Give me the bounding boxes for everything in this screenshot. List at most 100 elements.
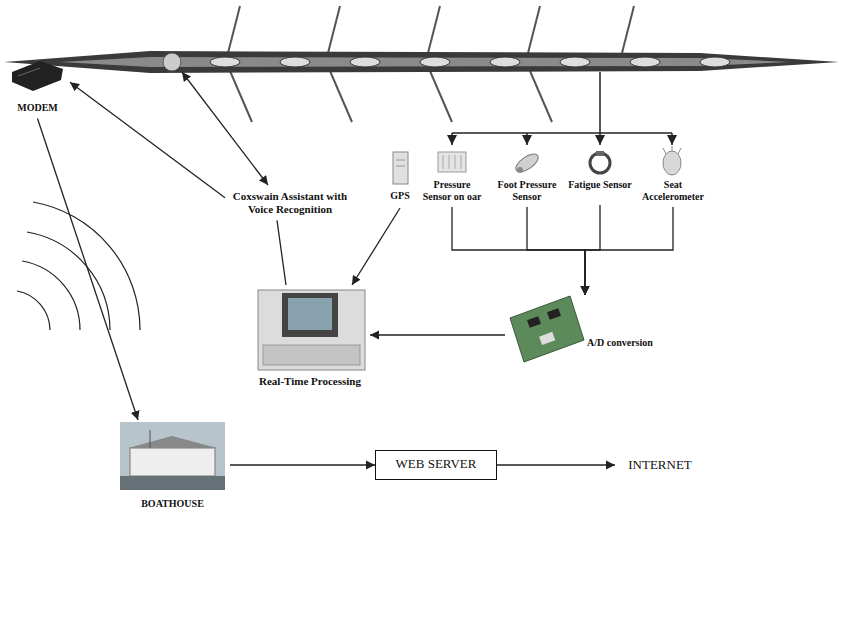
node-label: GPS [382,190,418,202]
accelerometer-icon [663,146,681,175]
sensor-stripe [461,155,462,169]
oar [230,71,252,122]
radio-waves [17,202,140,330]
sensor-stripe [443,155,444,169]
device-label: Coxswain Assistant with Voice Recognitio… [225,188,355,220]
split-line [671,133,673,145]
connector [585,207,673,295]
chip [539,332,555,345]
circuit-board [510,296,584,362]
sensor-node: Pressure Sensor on oar [418,145,486,207]
connector [527,207,585,295]
modem-detail [18,68,40,76]
rower [700,57,730,67]
water [120,476,225,490]
modem-node: MODEM [5,58,70,119]
oar [530,71,552,122]
oar [330,71,352,122]
building [130,448,215,476]
rower [490,57,520,67]
sensor-part [672,146,673,152]
screen [288,298,332,330]
split-line [526,133,528,145]
oar [328,6,340,53]
rower [210,57,240,67]
gps-body [393,152,408,184]
monitor [282,293,338,337]
oar [622,6,634,53]
sensor-node: Seat Accelerometer [636,145,710,207]
wave [22,261,80,330]
computer-body [258,290,365,370]
boathouse-node: BOATHOUSE [115,420,230,520]
internet-label: INTERNET [615,455,705,478]
node-label: Coxswain Assistant with Voice Recognitio… [227,190,353,215]
connector [352,208,400,285]
oars [228,6,634,122]
oar [228,6,240,53]
connector [370,334,505,335]
connector [230,464,375,465]
connector [452,207,585,295]
photo-sky [120,422,225,490]
gps-node: GPS [380,148,420,208]
sensor-part [517,167,523,173]
ad-board-icon [510,296,584,362]
node-label: Seat Accelerometer [638,179,708,202]
gps-detail [396,166,405,167]
sensor-body [513,151,541,176]
coxswain-seat [163,53,181,71]
oar [528,6,540,53]
roof [128,436,217,448]
sensor-stripe [449,155,450,169]
connector [497,464,615,465]
node-label: INTERNET [617,458,703,473]
pressure-sensor-icon [438,152,466,172]
node-label: WEB SERVER [378,457,494,472]
connector [277,220,286,285]
gps-icon [393,152,408,184]
gps-detail [396,160,405,161]
sensor-part [596,151,604,156]
wave [17,291,50,330]
rower [560,57,590,67]
rower-seats [210,57,730,67]
node-label: Pressure Sensor on oar [420,179,484,202]
flagpole [150,430,151,448]
split-line [452,132,672,134]
fatigue-sensor-icon [590,151,610,173]
converter-node: A/D conversion [505,295,665,365]
sensor-node: Fatigue Sensor [566,145,634,205]
split-line [599,72,601,133]
node-label: MODEM [7,102,68,114]
boat-hull [4,51,839,73]
chip [547,308,561,320]
node-label: Foot Pressure Sensor [495,179,559,202]
sensor-part [663,148,666,154]
node-label: A/D conversion [587,337,663,349]
sensor-node: Foot Pressure Sensor [493,145,561,207]
sensor-body [663,151,681,175]
node-label: Real-Time Processing [252,375,368,388]
processor-node: Real-Time Processing [250,285,370,393]
oar [428,6,440,53]
server-box: WEB SERVER [375,450,497,480]
boathouse-photo [120,422,225,490]
rower [630,57,660,67]
link-line [182,72,268,185]
sensor-body [438,152,466,172]
rower [420,57,450,67]
computer-icon [258,290,365,370]
wave [27,232,110,330]
sensor-split [452,72,672,145]
split-line [599,133,601,145]
connector [70,82,225,198]
modem-icon [12,61,63,91]
node-label: BOATHOUSE [117,498,228,510]
sensor-part [678,148,681,154]
rower [350,57,380,67]
oar [430,71,452,122]
